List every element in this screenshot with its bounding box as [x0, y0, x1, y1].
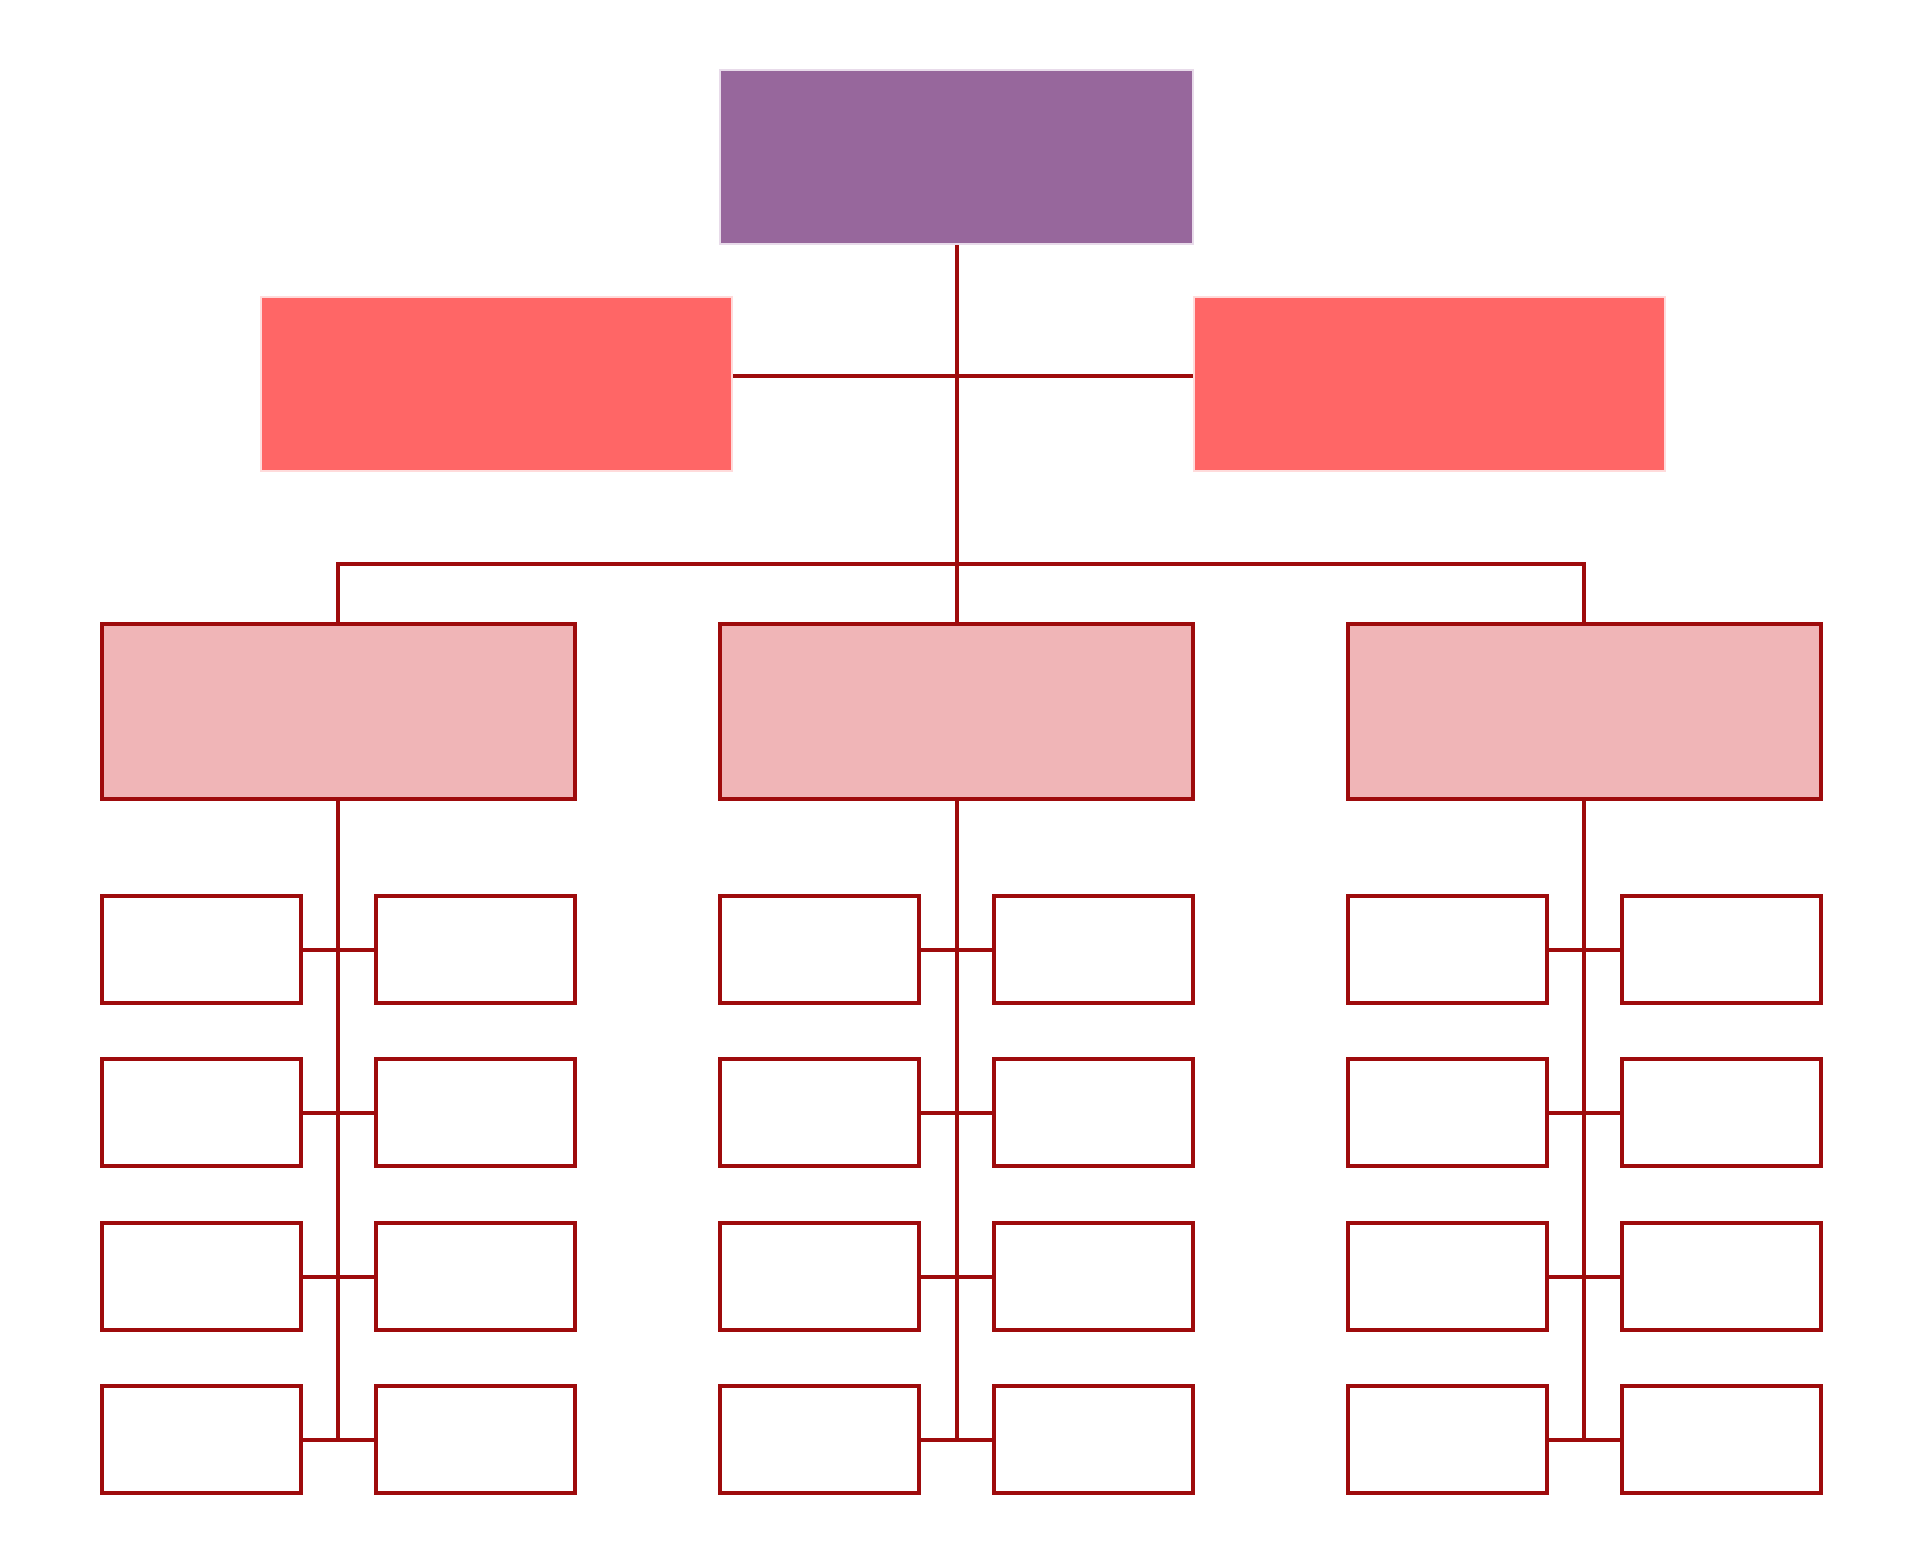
- leaf-node-g1-r4-left[interactable]: [100, 1384, 303, 1495]
- root-node[interactable]: [719, 69, 1194, 245]
- leaf-node-g3-r4-right[interactable]: [1620, 1384, 1823, 1495]
- leaf-node-g1-r4-right[interactable]: [374, 1384, 577, 1495]
- connector-group2-trunk: [955, 801, 959, 1442]
- leaf-node-g1-r3-right[interactable]: [374, 1221, 577, 1332]
- leaf-node-g2-r4-right[interactable]: [992, 1384, 1195, 1495]
- connector-group1-row3: [303, 1275, 374, 1279]
- leaf-node-g2-r2-right[interactable]: [992, 1057, 1195, 1168]
- connector-group3-trunk: [1582, 801, 1586, 1442]
- connector-group2-row3: [921, 1275, 992, 1279]
- leaf-node-g1-r1-left[interactable]: [100, 894, 303, 1005]
- leaf-node-g1-r2-left[interactable]: [100, 1057, 303, 1168]
- connector-group3-row4: [1549, 1438, 1620, 1442]
- leaf-node-g3-r4-left[interactable]: [1346, 1384, 1549, 1495]
- branch-node-3[interactable]: [1346, 622, 1823, 801]
- leaf-node-g2-r3-left[interactable]: [718, 1221, 921, 1332]
- connector-group3-row1: [1549, 948, 1620, 952]
- leaf-node-g3-r1-right[interactable]: [1620, 894, 1823, 1005]
- connector-branch-right-drop: [1582, 562, 1586, 626]
- leaf-node-g1-r3-left[interactable]: [100, 1221, 303, 1332]
- leaf-node-g2-r4-left[interactable]: [718, 1384, 921, 1495]
- connector-group1-row2: [303, 1111, 374, 1115]
- branch-node-1[interactable]: [100, 622, 577, 801]
- leaf-node-g3-r3-right[interactable]: [1620, 1221, 1823, 1332]
- leaf-node-g2-r1-left[interactable]: [718, 894, 921, 1005]
- connector-group3-row2: [1549, 1111, 1620, 1115]
- connector-assistants-crossbar: [733, 374, 1193, 378]
- leaf-node-g2-r2-left[interactable]: [718, 1057, 921, 1168]
- connector-group2-row2: [921, 1111, 992, 1115]
- leaf-node-g3-r1-left[interactable]: [1346, 894, 1549, 1005]
- leaf-node-g1-r1-right[interactable]: [374, 894, 577, 1005]
- connector-group1-trunk: [336, 801, 340, 1442]
- connector-group1-row1: [303, 948, 374, 952]
- connector-group2-row4: [921, 1438, 992, 1442]
- leaf-node-g3-r2-right[interactable]: [1620, 1057, 1823, 1168]
- leaf-node-g3-r2-left[interactable]: [1346, 1057, 1549, 1168]
- assistant-node-right[interactable]: [1193, 296, 1666, 472]
- leaf-node-g3-r3-left[interactable]: [1346, 1221, 1549, 1332]
- leaf-node-g1-r2-right[interactable]: [374, 1057, 577, 1168]
- connector-branch-left-drop: [336, 562, 340, 626]
- assistant-node-left[interactable]: [260, 296, 733, 472]
- connector-group2-row1: [921, 948, 992, 952]
- connector-root-trunk: [955, 245, 959, 622]
- branch-node-2[interactable]: [718, 622, 1195, 801]
- connector-branch-distribution: [336, 562, 1586, 566]
- connector-group3-row3: [1549, 1275, 1620, 1279]
- connector-group1-row4: [303, 1438, 374, 1442]
- leaf-node-g2-r3-right[interactable]: [992, 1221, 1195, 1332]
- leaf-node-g2-r1-right[interactable]: [992, 894, 1195, 1005]
